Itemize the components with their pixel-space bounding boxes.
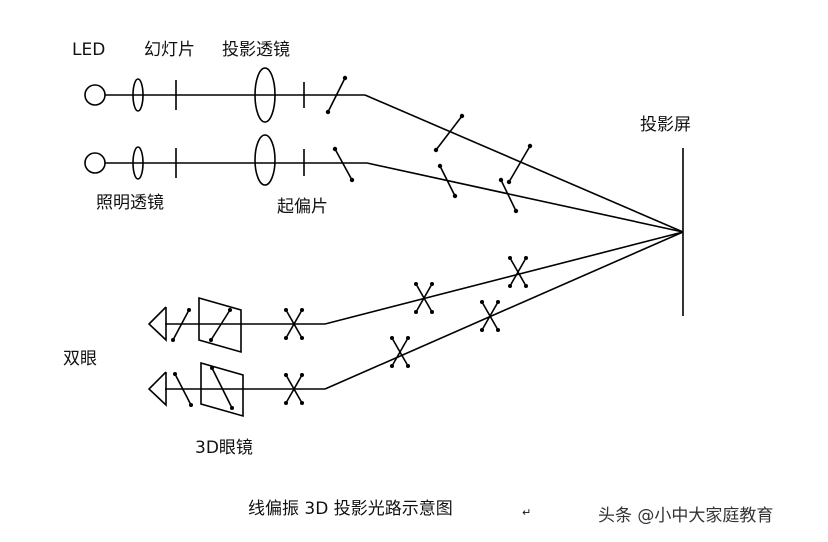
projector-channel-bottom (84, 134, 367, 186)
polarizer-bottom (334, 148, 353, 181)
label-illumination-lens: 照明透镜 (96, 193, 164, 213)
reflected-rays (165, 231, 684, 405)
glasses-left-lens (198, 296, 242, 354)
projection-lens-top (254, 67, 276, 123)
cross-mark (508, 256, 528, 288)
led-source-top (84, 84, 106, 106)
label-projection-lens: 投影透镜 (222, 40, 290, 60)
led-source-bottom (84, 152, 106, 174)
cross-mark (390, 336, 410, 368)
label-slide: 幻灯片 (144, 40, 195, 60)
caption-return-mark: ↵ (522, 506, 531, 519)
eye-left (147, 306, 167, 342)
projection-rays (364, 94, 684, 233)
label-screen: 投影屏 (640, 115, 691, 135)
illumination-lens-bottom (132, 146, 144, 180)
watermark: 头条 @小中大家庭教育 (598, 506, 773, 526)
eye-right (147, 371, 167, 407)
label-polarizer: 起偏片 (277, 197, 328, 217)
cross-mark (284, 373, 304, 405)
label-eyes: 双眼 (63, 349, 97, 369)
cross-mark (414, 282, 434, 314)
cross-mark (284, 308, 304, 340)
illumination-lens-top (132, 78, 144, 112)
label-led: LED (72, 40, 105, 60)
label-glasses: 3D眼镜 (195, 438, 253, 458)
cross-mark (480, 300, 500, 332)
projection-lens-bottom (254, 134, 276, 186)
glasses-right-lens (200, 361, 244, 418)
projector-channel-top (84, 67, 365, 123)
figure-caption: 线偏振 3D 投影光路示意图 (248, 499, 453, 519)
polarizer-top (327, 77, 346, 113)
